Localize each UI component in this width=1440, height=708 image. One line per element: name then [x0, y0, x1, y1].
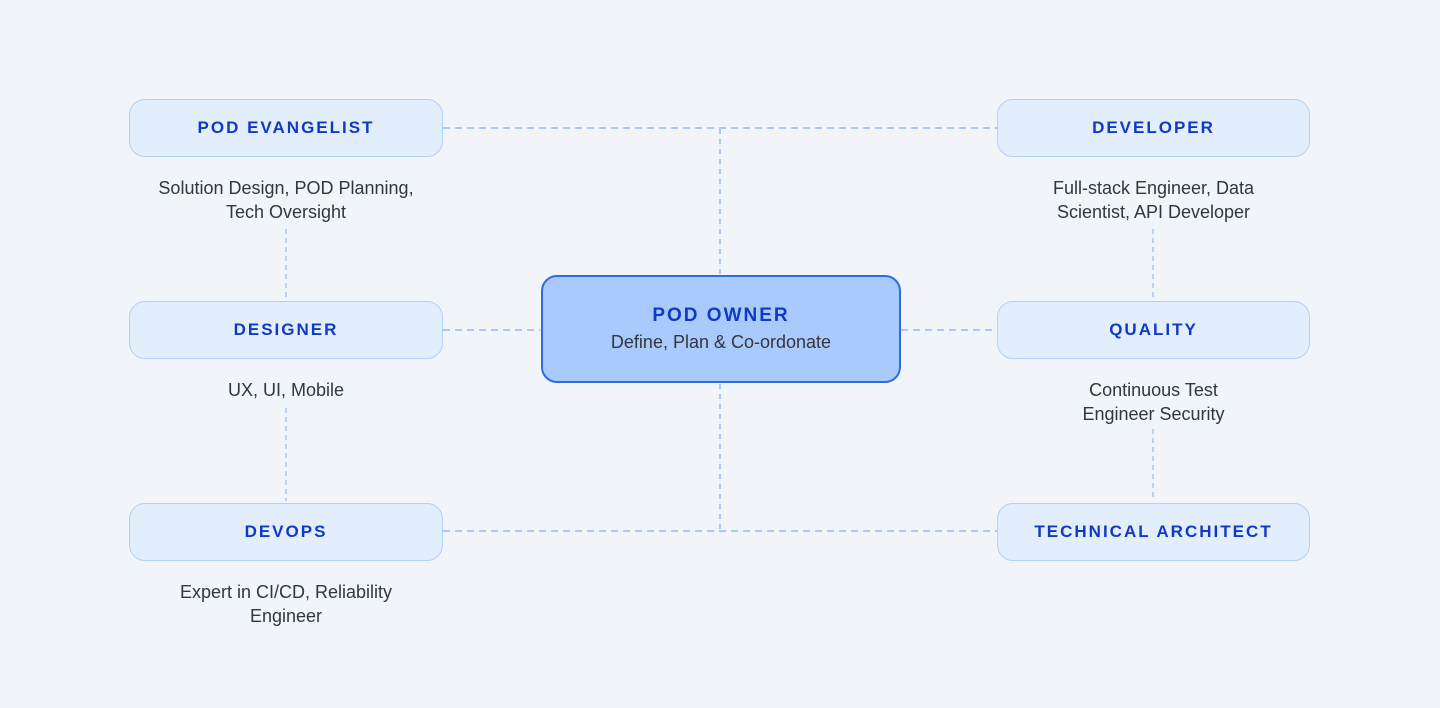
node-quality: QUALITY: [997, 301, 1310, 359]
node-pod-evangelist-title: POD EVANGELIST: [197, 118, 375, 137]
node-developer-title: DEVELOPER: [1092, 118, 1215, 137]
desc-line: Tech Oversight: [225, 202, 347, 222]
node-pod-owner-subtitle: Define, Plan & Co-ordonate: [610, 332, 832, 352]
node-designer-title: DESIGNER: [233, 320, 339, 339]
desc-line: Engineer: [249, 606, 323, 626]
node-devops: DEVOPS: [129, 503, 443, 561]
node-designer: DESIGNER: [129, 301, 443, 359]
desc-designer: UX, UI, Mobile: [129, 378, 443, 402]
node-technical-architect: TECHNICAL ARCHITECT: [997, 503, 1310, 561]
desc-line: Solution Design, POD Planning,: [158, 178, 414, 198]
desc-line: Continuous Test: [1089, 380, 1218, 400]
node-pod-evangelist: POD EVANGELIST: [129, 99, 443, 157]
desc-line: Expert in CI/CD, Reliability: [179, 582, 393, 602]
desc-pod-evangelist: Solution Design, POD Planning, Tech Over…: [129, 176, 443, 224]
desc-devops: Expert in CI/CD, Reliability Engineer: [129, 580, 443, 628]
node-pod-owner: POD OWNER Define, Plan & Co-ordonate: [541, 275, 901, 383]
desc-line: Engineer Security: [1082, 404, 1225, 424]
desc-line: Scientist, API Developer: [1056, 202, 1251, 222]
node-developer: DEVELOPER: [997, 99, 1310, 157]
desc-line: UX, UI, Mobile: [227, 380, 345, 400]
node-devops-title: DEVOPS: [244, 522, 328, 541]
node-quality-title: QUALITY: [1109, 320, 1198, 339]
desc-quality: Continuous Test Engineer Security: [997, 378, 1310, 426]
node-technical-architect-title: TECHNICAL ARCHITECT: [1034, 522, 1273, 541]
node-pod-owner-title: POD OWNER: [652, 305, 790, 326]
desc-line: Full-stack Engineer, Data: [1052, 178, 1255, 198]
desc-developer: Full-stack Engineer, Data Scientist, API…: [997, 176, 1310, 224]
